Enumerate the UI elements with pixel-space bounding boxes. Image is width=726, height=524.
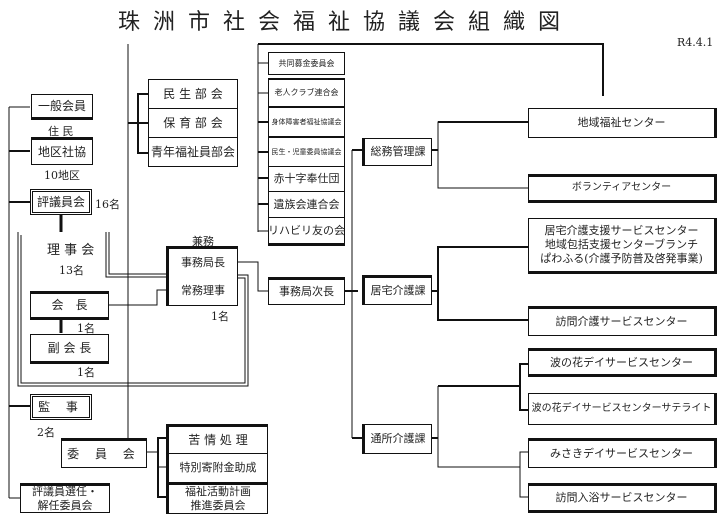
board-count: 13名 bbox=[59, 264, 84, 277]
center-namino-satellite: 波の花デイサービスセンターサテライト bbox=[528, 393, 717, 425]
vice-chair-box: 副 会 長 bbox=[30, 334, 109, 364]
department-minsei: 民 生 部 会 bbox=[148, 79, 238, 109]
chair-box: 会 長 bbox=[30, 291, 109, 320]
special-donation-box: 特別寄附金助成 bbox=[166, 453, 268, 483]
center-misaki-day: みさきデイサービスセンター bbox=[528, 438, 717, 468]
executive-label: 常務理事 bbox=[181, 284, 225, 298]
committee-box: 委 員 会 bbox=[61, 438, 147, 468]
chart-title: 珠洲市社会福祉協議会組織図 bbox=[118, 10, 574, 35]
connector-top bbox=[258, 43, 604, 96]
concurrent-label: 兼務 bbox=[192, 235, 214, 248]
plan-committee-line2: 推進委員会 bbox=[190, 499, 246, 512]
center-community-welfare: 地域福祉センター bbox=[528, 108, 717, 138]
affiliated-red-cross: 赤十字奉仕団 bbox=[268, 166, 345, 192]
affiliated-rehab-club: リハビリ友の会 bbox=[268, 217, 345, 246]
center-home-support: 居宅介護支援サービスセンター 地域包括支援センターブランチ ぱわふる(介護予防普… bbox=[528, 218, 717, 274]
councilors-count: 16名 bbox=[95, 198, 120, 211]
affiliated-community-chest: 共同募金委員会 bbox=[268, 52, 345, 75]
affiliated-welfare-commissioners: 民生・児童委員協議会 bbox=[268, 137, 345, 167]
director-executive-box: 事務局長 常務理事 bbox=[166, 246, 238, 306]
section-general-affairs: 総務管理課 bbox=[362, 138, 432, 166]
chair-count: 1名 bbox=[77, 322, 95, 335]
affiliated-disability-council: 身体障害者福祉協議会 bbox=[268, 107, 345, 137]
general-member-box: 一般会員 bbox=[31, 94, 93, 120]
home-support-line3: ぱわふる(介護予防普及啓発事業) bbox=[540, 251, 703, 265]
center-bathing: 訪問入浴サービスセンター bbox=[528, 483, 717, 513]
selection-committee-box: 評議員選任・ 解任委員会 bbox=[20, 483, 110, 513]
auditor-box: 監 事 bbox=[30, 394, 92, 420]
center-namino-day: 波の花デイサービスセンター bbox=[528, 348, 717, 377]
department-hoiku: 保 育 部 会 bbox=[148, 108, 238, 138]
auditor-count: 2名 bbox=[37, 426, 55, 439]
department-youth-welfare: 青年福祉員部会 bbox=[148, 137, 238, 167]
plan-committee-line1: 福祉活動計画 bbox=[185, 485, 251, 499]
center-visiting-care: 訪問介護サービスセンター bbox=[528, 306, 717, 336]
center-volunteer: ボランティアセンター bbox=[528, 174, 717, 203]
vice-chair-count: 1名 bbox=[77, 366, 95, 379]
plan-committee-box: 福祉活動計画 推進委員会 bbox=[166, 482, 268, 514]
home-support-line2: 地域包括支援センターブランチ bbox=[544, 238, 699, 252]
section-day-care: 通所介護課 bbox=[362, 424, 432, 454]
councilors-box: 評議員会 bbox=[30, 189, 92, 215]
district-count: 10地区 bbox=[44, 169, 80, 182]
director-label: 事務局長 bbox=[181, 256, 225, 270]
executive-count: 1名 bbox=[211, 310, 229, 323]
board-label: 理 事 会 bbox=[47, 243, 95, 258]
deputy-director-box: 事務局次長 bbox=[268, 277, 345, 305]
affiliated-bereaved-families: 遺族会連合会 bbox=[268, 191, 345, 218]
home-support-line1: 居宅介護支援サービスセンター bbox=[544, 224, 699, 238]
selection-committee-line1: 評議員選任・ bbox=[32, 485, 98, 499]
selection-committee-line2: 解任委員会 bbox=[37, 499, 93, 512]
residents-label: 住 民 bbox=[48, 125, 74, 138]
revision-date: R4.4.1 bbox=[677, 36, 714, 49]
complaints-box: 苦 情 処 理 bbox=[166, 424, 268, 454]
section-home-care: 居宅介護課 bbox=[362, 275, 432, 305]
affiliated-senior-club: 老人クラブ連合会 bbox=[268, 78, 345, 107]
district-council-box: 地区社協 bbox=[31, 137, 93, 165]
